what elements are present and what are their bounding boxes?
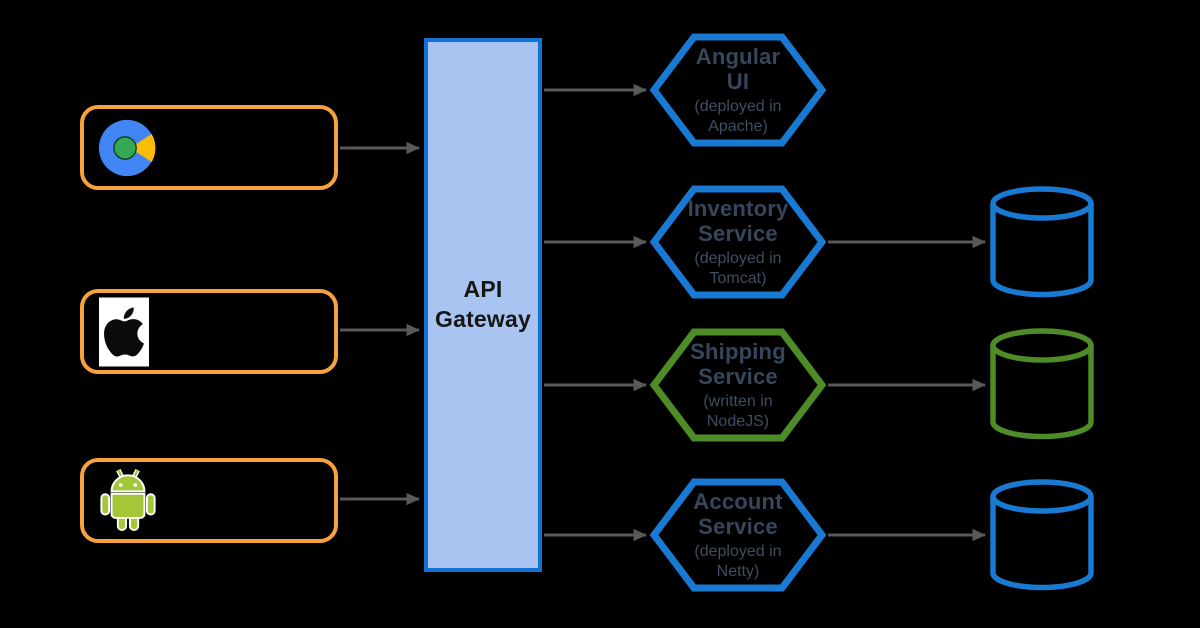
service-node-shipping: Shipping Service (written in NodeJS) [650, 327, 826, 443]
client-node-android [80, 458, 338, 543]
hexagon-border [650, 328, 826, 442]
service-title: Account Service [693, 488, 783, 540]
service-subtitle: (deployed in Netty) [694, 543, 782, 580]
client-node-web [80, 105, 338, 190]
service-subtitle: (deployed in Apache) [694, 98, 782, 135]
client-node-ios [80, 289, 338, 374]
hexagon-shape [650, 478, 826, 592]
service-node-inventory: Inventory Service (deployed in Tomcat) [650, 184, 826, 300]
android-icon [100, 468, 156, 531]
database-cylinder-inventory [990, 186, 1094, 298]
api-gateway-node: API Gateway [424, 38, 542, 572]
hexagon-border [650, 33, 826, 147]
hexagon-shape [650, 33, 826, 147]
hexagon-shape [650, 328, 826, 442]
service-subtitle: (written in NodeJS) [703, 393, 773, 430]
service-title: Shipping Service [690, 338, 786, 390]
hexagon-border [650, 185, 826, 299]
database-cylinder-account [990, 479, 1094, 591]
hexagon-border [650, 478, 826, 592]
api-gateway-label: API Gateway [434, 276, 531, 332]
apple-icon-plate [99, 297, 149, 366]
service-title: Inventory Service [687, 195, 789, 247]
database-cylinder-shipping [990, 328, 1094, 440]
database-icon [990, 186, 1094, 298]
service-node-account: Account Service (deployed in Netty) [650, 477, 826, 593]
service-subtitle: (deployed in Tomcat) [694, 250, 782, 287]
database-icon [990, 479, 1094, 591]
database-icon [990, 328, 1094, 440]
apple-icon [104, 307, 144, 356]
hexagon-shape [650, 185, 826, 299]
service-node-angular-ui: Angular UI (deployed in Apache) [650, 32, 826, 148]
browser-icon [98, 119, 156, 176]
service-title: Angular UI [695, 43, 781, 95]
